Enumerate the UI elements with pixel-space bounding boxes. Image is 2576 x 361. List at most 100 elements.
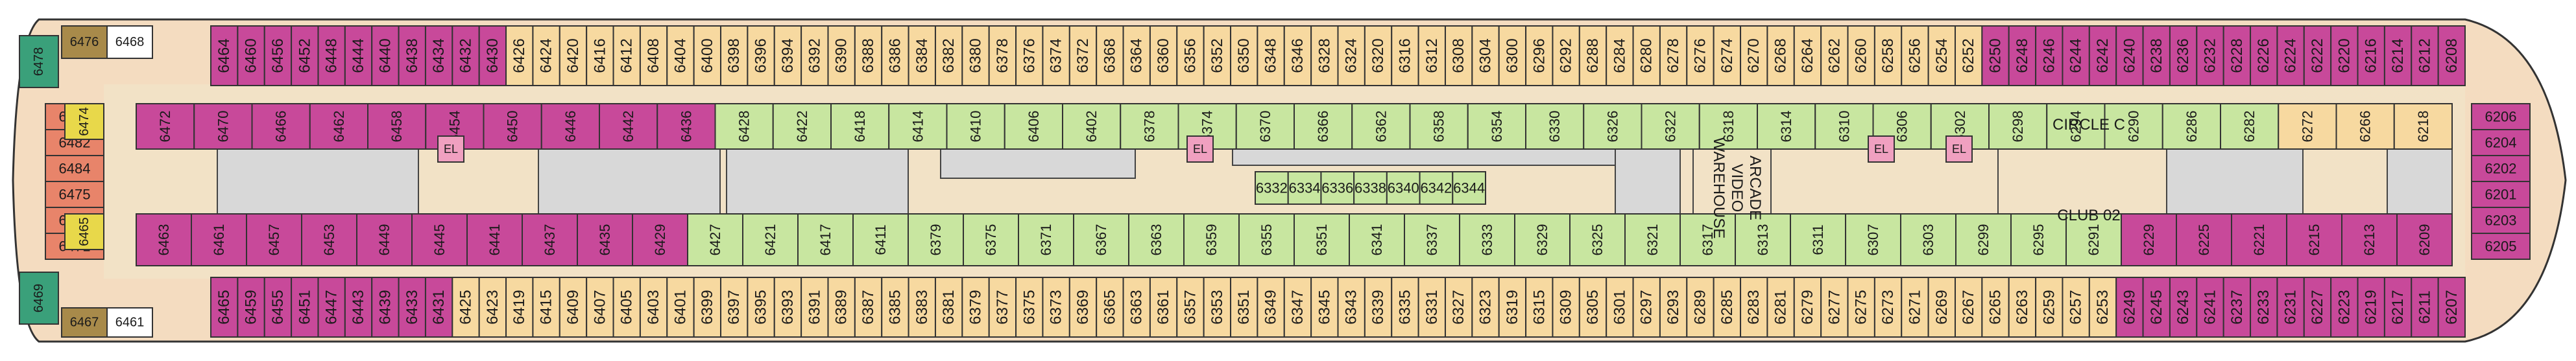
cabin-6359[interactable]: 6359	[1183, 213, 1240, 266]
cabin-6428[interactable]: 6428	[714, 103, 774, 150]
cabin-6269[interactable]: 6269	[1927, 277, 1956, 338]
cabin-6243[interactable]: 6243	[2169, 277, 2198, 338]
cabin-6348[interactable]: 6348	[1257, 25, 1285, 86]
cabin-6450[interactable]: 6450	[483, 103, 542, 150]
cabin-6365[interactable]: 6365	[1096, 277, 1124, 338]
cabin-6379[interactable]: 6379	[961, 277, 990, 338]
cabin-6316[interactable]: 6316	[1391, 25, 1419, 86]
cabin-6256[interactable]: 6256	[1901, 25, 1929, 86]
cabin-6224[interactable]: 6224	[2276, 25, 2305, 86]
cabin-6229[interactable]: 6229	[2121, 213, 2177, 266]
cabin-6219[interactable]: 6219	[2357, 277, 2385, 338]
cabin-6313[interactable]: 6313	[1735, 213, 1791, 266]
cabin-6303[interactable]: 6303	[1900, 213, 1956, 266]
cabin-6417[interactable]: 6417	[797, 213, 854, 266]
cabin-6225[interactable]: 6225	[2176, 213, 2232, 266]
cabin-6389[interactable]: 6389	[827, 277, 856, 338]
cabin-6405[interactable]: 6405	[612, 277, 641, 338]
cabin-6322[interactable]: 6322	[1641, 103, 1700, 150]
cabin-6221[interactable]: 6221	[2231, 213, 2287, 266]
cabin-6315[interactable]: 6315	[1525, 277, 1554, 338]
cabin-6297[interactable]: 6297	[1632, 277, 1661, 338]
cabin-6354[interactable]: 6354	[1467, 103, 1526, 150]
cabin-6341[interactable]: 6341	[1349, 213, 1405, 266]
cabin-6332[interactable]: 6332	[1255, 171, 1289, 205]
cabin-6392[interactable]: 6392	[800, 25, 829, 86]
cabin-6237[interactable]: 6237	[2222, 277, 2252, 338]
cabin-6331[interactable]: 6331	[1417, 277, 1446, 338]
cabin-6244[interactable]: 6244	[2062, 25, 2090, 86]
cabin-6257[interactable]: 6257	[2062, 277, 2090, 338]
cabin-6223[interactable]: 6223	[2330, 277, 2359, 338]
cabin-6310[interactable]: 6310	[1814, 103, 1874, 150]
cabin-6217[interactable]: 6217	[2383, 277, 2413, 338]
cabin-6321[interactable]: 6321	[1624, 213, 1681, 266]
cabin-6327[interactable]: 6327	[1444, 277, 1473, 338]
cabin-6270[interactable]: 6270	[1740, 25, 1768, 86]
cabin-6357[interactable]: 6357	[1176, 277, 1205, 338]
cabin-6373[interactable]: 6373	[1042, 277, 1070, 338]
cabin-6407[interactable]: 6407	[586, 277, 614, 338]
cabin-6463[interactable]: 6463	[136, 213, 192, 266]
cabin-6388[interactable]: 6388	[854, 25, 883, 86]
cabin-6254[interactable]: 6254	[1927, 25, 1956, 86]
cabin-6447[interactable]: 6447	[317, 277, 346, 338]
cabin-6204[interactable]: 6204	[2471, 129, 2531, 156]
cabin-6476-side[interactable]: 6476	[61, 25, 108, 59]
cabin-6371[interactable]: 6371	[1018, 213, 1074, 266]
cabin-6445[interactable]: 6445	[411, 213, 468, 266]
cabin-6376[interactable]: 6376	[1015, 25, 1044, 86]
cabin-6258[interactable]: 6258	[1873, 25, 1903, 86]
cabin-6470[interactable]: 6470	[193, 103, 253, 150]
cabin-6363[interactable]: 6363	[1122, 277, 1151, 338]
cabin-6289[interactable]: 6289	[1686, 277, 1715, 338]
cabin-6308[interactable]: 6308	[1444, 25, 1473, 86]
cabin-6312[interactable]: 6312	[1417, 25, 1446, 86]
cabin-6384[interactable]: 6384	[908, 25, 936, 86]
cabin-6253[interactable]: 6253	[2088, 277, 2117, 338]
cabin-6305[interactable]: 6305	[1578, 277, 1607, 338]
cabin-6457[interactable]: 6457	[246, 213, 302, 266]
cabin-6227[interactable]: 6227	[2303, 277, 2332, 338]
cabin-6360[interactable]: 6360	[1149, 25, 1178, 86]
cabin-6435[interactable]: 6435	[577, 213, 633, 266]
cabin-6449[interactable]: 6449	[356, 213, 413, 266]
cabin-6444[interactable]: 6444	[344, 25, 373, 86]
cabin-6320[interactable]: 6320	[1364, 25, 1393, 86]
cabin-6478-side[interactable]: 6478	[19, 35, 59, 88]
cabin-6271[interactable]: 6271	[1901, 277, 1929, 338]
cabin-6440[interactable]: 6440	[371, 25, 400, 86]
cabin-6346[interactable]: 6346	[1283, 25, 1312, 86]
elevator-2[interactable]: EL	[1868, 135, 1895, 163]
cabin-6452[interactable]: 6452	[291, 25, 319, 86]
cabin-6410[interactable]: 6410	[946, 103, 1005, 150]
elevator-1[interactable]: EL	[1186, 135, 1214, 163]
cabin-6439[interactable]: 6439	[371, 277, 400, 338]
cabin-6267[interactable]: 6267	[1954, 277, 1983, 338]
cabin-6236[interactable]: 6236	[2169, 25, 2198, 86]
cabin-6378[interactable]: 6378	[988, 25, 1017, 86]
cabin-6318[interactable]: 6318	[1698, 103, 1758, 150]
cabin-6252[interactable]: 6252	[1954, 25, 1983, 86]
cabin-6363[interactable]: 6363	[1128, 213, 1185, 266]
cabin-6459[interactable]: 6459	[237, 277, 265, 338]
cabin-6228[interactable]: 6228	[2222, 25, 2252, 86]
cabin-6334[interactable]: 6334	[1287, 171, 1322, 205]
cabin-6399[interactable]: 6399	[693, 277, 722, 338]
cabin-6295[interactable]: 6295	[2010, 213, 2067, 266]
cabin-6402[interactable]: 6402	[1062, 103, 1122, 150]
cabin-6460[interactable]: 6460	[237, 25, 265, 86]
cabin-6263[interactable]: 6263	[2008, 277, 2037, 338]
cabin-6455[interactable]: 6455	[263, 277, 293, 338]
cabin-6300[interactable]: 6300	[1498, 25, 1527, 86]
cabin-6401[interactable]: 6401	[666, 277, 695, 338]
cabin-6314[interactable]: 6314	[1757, 103, 1816, 150]
cabin-6262[interactable]: 6262	[1820, 25, 1849, 86]
cabin-6222[interactable]: 6222	[2303, 25, 2332, 86]
cabin-6419[interactable]: 6419	[505, 277, 534, 338]
cabin-6391[interactable]: 6391	[800, 277, 829, 338]
cabin-6474-side[interactable]: 6474	[64, 103, 104, 140]
cabin-6249[interactable]: 6249	[2115, 277, 2144, 338]
cabin-6426[interactable]: 6426	[505, 25, 534, 86]
cabin-6307[interactable]: 6307	[1845, 213, 1901, 266]
